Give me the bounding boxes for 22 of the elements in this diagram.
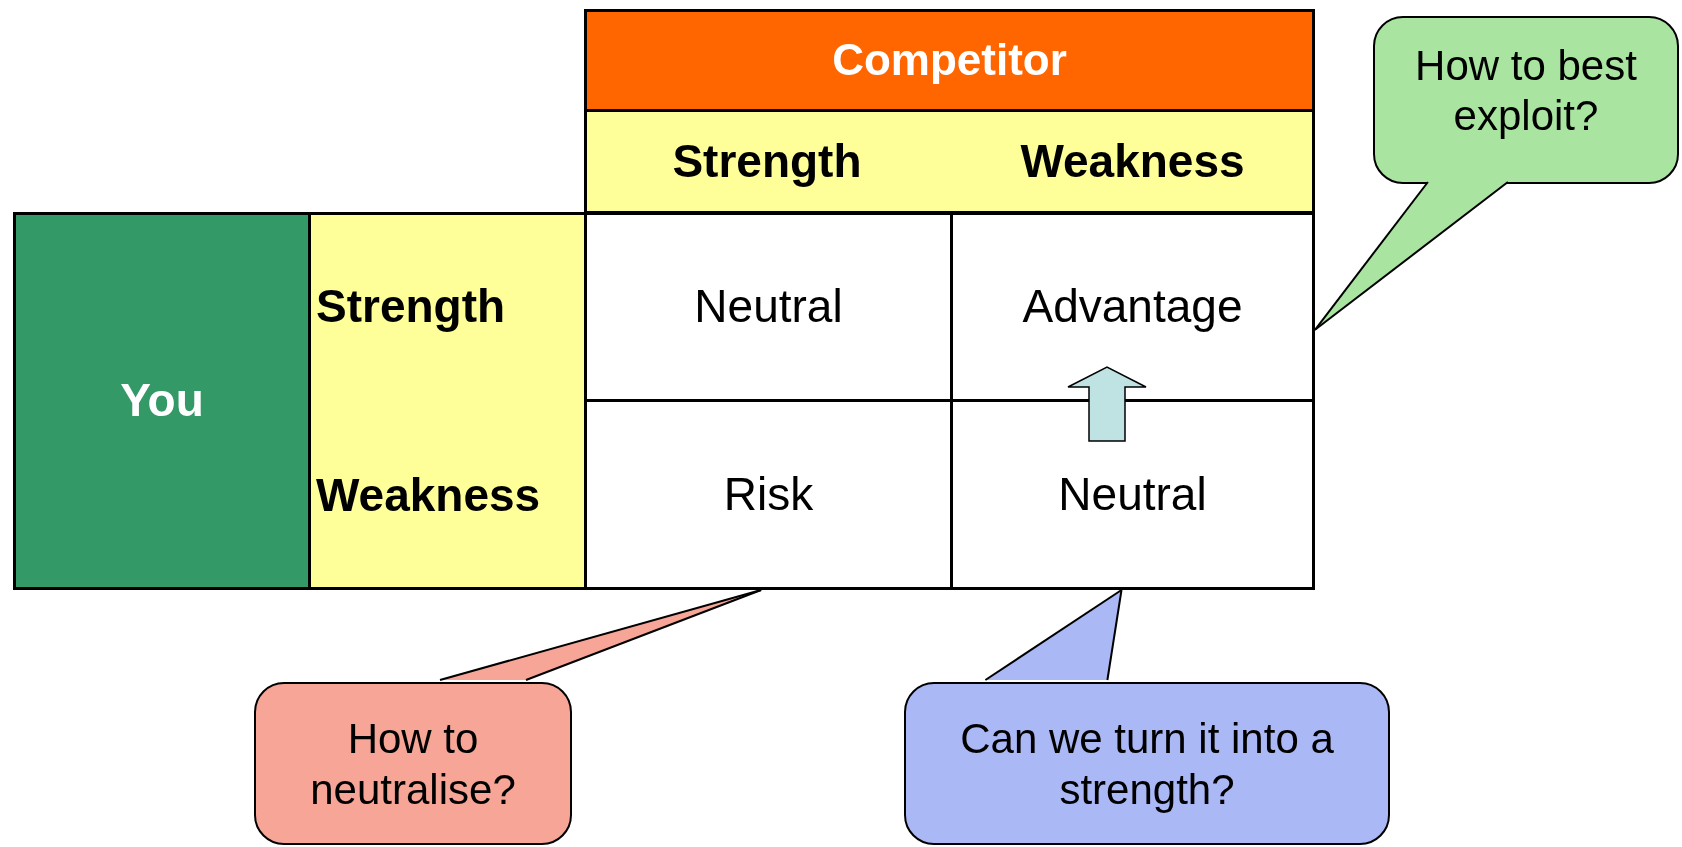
- cell-label: Neutral: [1058, 466, 1207, 522]
- header-label: Weakness: [315, 468, 541, 524]
- speech-bubble: [1373, 16, 1679, 184]
- matrix-cell: [950, 212, 1315, 402]
- header-label: You: [120, 373, 204, 429]
- cell-label: Advantage: [1022, 279, 1243, 335]
- callout-text: Can we turn it into a strength?: [959, 714, 1335, 815]
- header-band: [584, 109, 1315, 214]
- header-label: Weakness: [1020, 133, 1245, 189]
- cell-label: Risk: [723, 466, 814, 522]
- header-label: Strength: [672, 133, 862, 189]
- callout-text: How to neutralise?: [309, 714, 517, 815]
- header-band: [584, 9, 1315, 112]
- header-label: Competitor: [832, 34, 1067, 87]
- block-arrow: [1067, 366, 1147, 442]
- matrix-cell: [950, 399, 1315, 590]
- speech-bubble: [254, 682, 572, 845]
- row-header: [308, 212, 587, 590]
- callout-text: How to best exploit?: [1414, 40, 1638, 141]
- row-header: [13, 212, 311, 590]
- header-label: Strength: [315, 279, 506, 335]
- cell-label: Neutral: [694, 279, 843, 335]
